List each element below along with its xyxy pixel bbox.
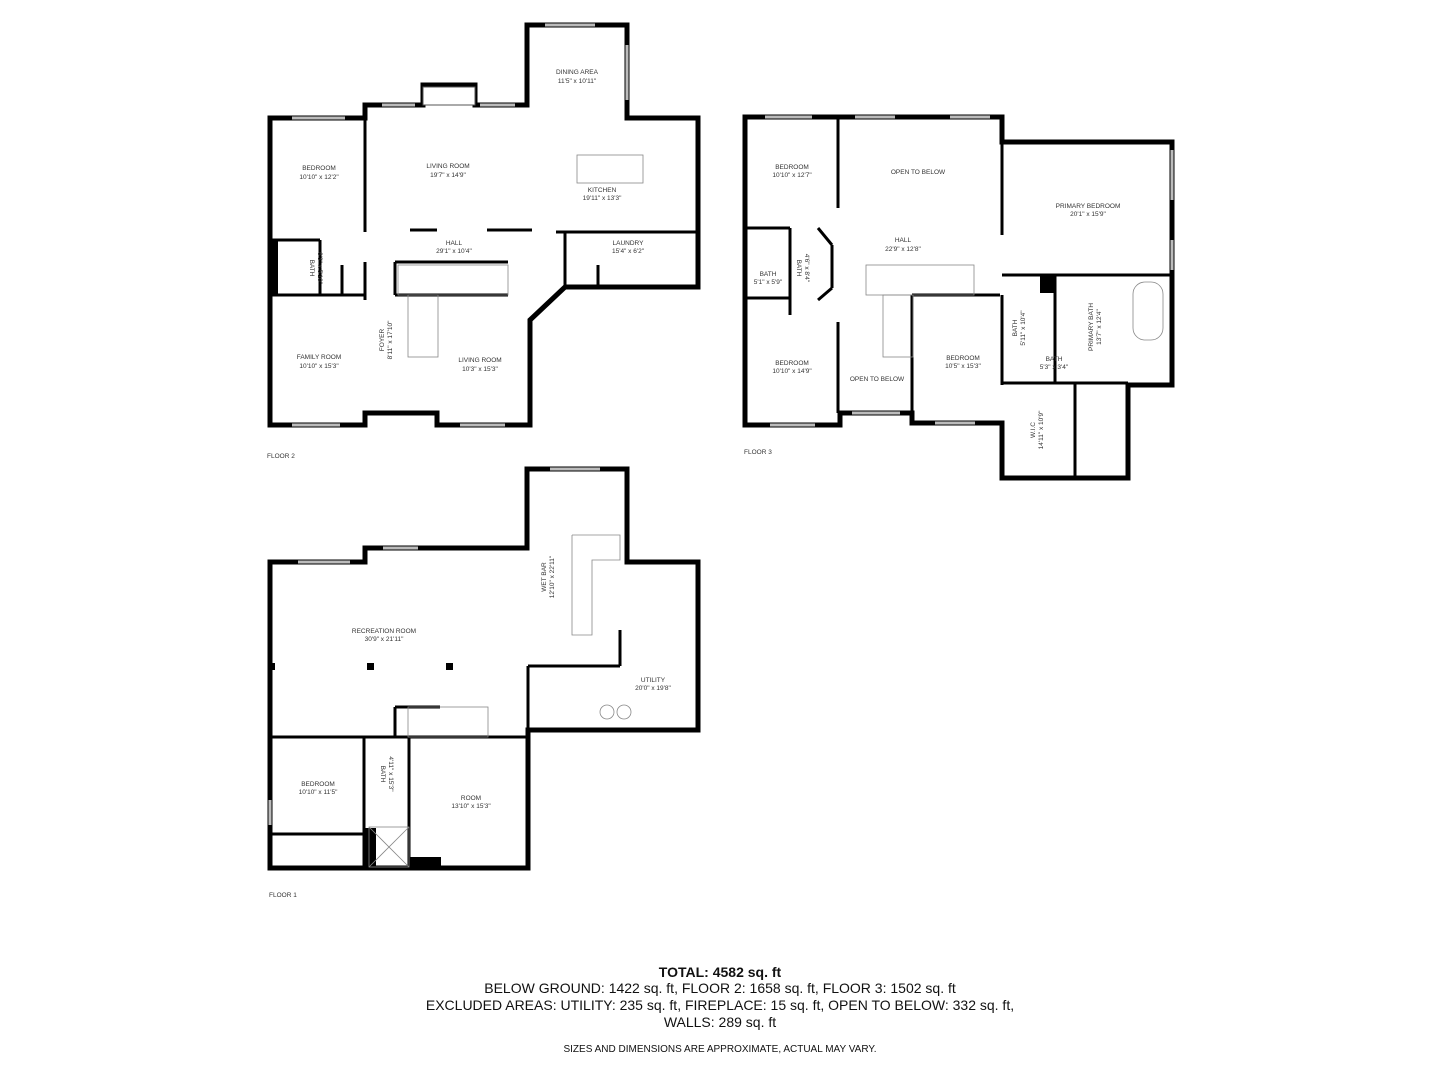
room-dims: 10'10" x 14'9" [772,368,812,375]
room-name: OPEN TO BELOW [850,376,905,383]
room-name: ROOM [461,795,481,802]
room-dims: 19'11" x 13'3" [583,195,622,202]
wet-bar-counter [571,534,621,636]
floor-1-label: FLOOR 1 [269,892,297,899]
room-dims: 20'0" x 19'8" [635,685,671,692]
fireplace [422,86,476,106]
room-name: BEDROOM [775,360,809,367]
room-name: DINING AREA [556,69,599,76]
floor-2-label: FLOOR 2 [267,453,295,460]
room-dims: 10'10" x 12'7" [772,172,812,179]
room-dims: 14'11" x 10'9" [1038,410,1045,449]
room-name: LIVING ROOM [458,357,501,364]
disclaimer: SIZES AND DIMENSIONS ARE APPROXIMATE, AC… [563,1044,877,1055]
support-columns [270,663,453,670]
room-dims: 13'7" x 12'4" [1096,308,1103,344]
excluded-areas: EXCLUDED AREAS: UTILITY: 235 sq. ft, FIR… [425,997,1015,1013]
floor-2-inner-walls [270,105,698,300]
water-heaters [599,704,632,720]
room-name: BATH [795,260,802,277]
total-area: TOTAL: 4582 sq. ft [658,964,782,980]
floor-1-outer-wall [267,466,701,871]
room-dims: 5'1" x 5'9" [754,279,783,286]
room-name: RECREATION ROOM [352,628,416,635]
room-dims: 13'10" x 15'3" [451,803,491,810]
room-dims: 12'10" x 22'11" [549,555,556,598]
room-dims: 10'10" x 15'3" [299,363,339,370]
room-name: LAUNDRY [613,240,645,247]
room-dims: 10'3" x 15'3" [462,366,498,373]
room-dims: 10'10" x 12'2" [299,174,339,181]
room-dims: 30'9" x 21'11" [365,636,404,643]
floor-2-windows [292,23,629,427]
room-dims: 8'11" x 17'10" [387,320,394,359]
room-name: BATH [308,260,315,277]
room-name: BATH [379,766,386,783]
room-name: PRIMARY BEDROOM [1056,203,1121,210]
room-dims: 6'3" x 5'10" [316,252,323,285]
floor-3-stairs [865,264,975,358]
room-name: PRIMARY BATH [1088,303,1095,351]
walls-area: WALLS: 289 sq. ft [663,1014,777,1030]
room-dims: 20'1" x 15'9" [1070,211,1106,218]
floor-1-plan: RECREATION ROOM 30'9" x 21'11" WET BAR 1… [267,466,701,899]
room-dims: 5'3" x 3'4" [1040,364,1069,371]
room-name: UTILITY [641,677,666,684]
room-name: BEDROOM [301,781,335,788]
room-name: FAMILY ROOM [297,354,342,361]
floor-1-stairs [407,706,489,738]
room-dims: 4'11" x 15'3" [387,756,394,792]
floor-2-stairs [397,264,509,358]
room-name: BATH [1012,319,1019,336]
floor-1-inner-walls [270,630,622,868]
room-name: BATH [760,271,777,278]
floor-3-label: FLOOR 3 [744,449,772,456]
room-dims: 29'1" x 10'4" [436,248,472,255]
room-name: HALL [895,237,912,244]
room-dims: 10'5" x 15'3" [945,363,981,370]
room-dims: 10'10" x 11'5" [299,789,338,796]
floor-1-windows [268,467,600,825]
room-dims: 19'7" x 14'9" [430,172,466,179]
room-name: BATH [1046,356,1063,363]
room-name: OPEN TO BELOW [891,169,946,176]
room-name: KITCHEN [588,187,617,194]
floor-2-plan: BEDROOM 10'10" x 12'2" LIVING ROOM 19'7"… [267,22,701,460]
room-name: W.I.C [1030,422,1037,438]
kitchen-island [576,154,644,184]
room-name: FOYER [379,329,386,352]
floor-3-plan: BEDROOM 10'10" x 12'7" OPEN TO BELOW PRI… [742,114,1175,481]
room-name: LIVING ROOM [426,163,469,170]
room-dims: 4'6" x 8'4" [803,254,810,283]
bathtub [1132,281,1164,341]
area-breakdown: BELOW GROUND: 1422 sq. ft, FLOOR 2: 1658… [484,980,956,996]
room-name: BEDROOM [302,165,336,172]
floor-3-outer-wall [742,114,1175,481]
room-name: HALL [446,240,463,247]
room-dims: 5'11" x 10'4" [1020,310,1027,346]
room-name: BEDROOM [946,355,980,362]
room-dims: 22'9" x 12'8" [885,246,921,253]
room-dims: 11'5" x 10'11" [558,78,597,85]
room-name: BEDROOM [775,164,809,171]
room-name: WET BAR [541,562,548,592]
floor-3-windows [765,115,1174,427]
room-dims: 15'4" x 6'2" [612,248,645,255]
